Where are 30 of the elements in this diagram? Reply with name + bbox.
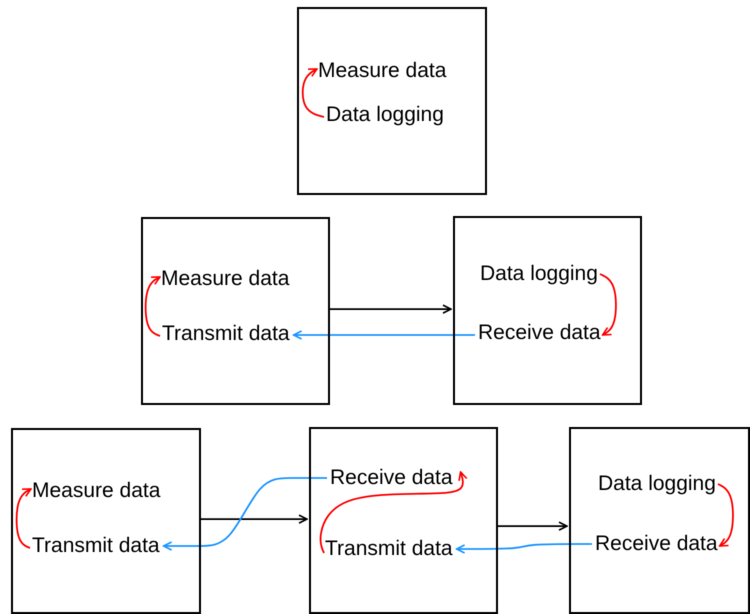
panel-box [297, 7, 487, 195]
panel-box [453, 216, 642, 405]
panel-box [569, 427, 750, 614]
step-label: Receive data [478, 321, 601, 345]
step-label: Measure data [318, 59, 446, 83]
step-label: Measure data [161, 267, 290, 291]
arrow [162, 477, 327, 551]
step-label: Transmit data [162, 322, 290, 346]
arrow [16, 488, 32, 549]
step-label: Receive data [595, 532, 718, 556]
step-label: Data logging [326, 103, 444, 127]
arrow [292, 330, 475, 340]
step-label: Transmit data [32, 534, 160, 558]
panel-box [141, 217, 330, 405]
arrow [718, 483, 734, 547]
step-label: Data logging [480, 262, 598, 286]
arrow [330, 304, 452, 314]
panel-box [309, 427, 498, 614]
step-label: Measure data [32, 479, 160, 503]
arrow [320, 471, 468, 554]
arrow [498, 521, 568, 531]
arrow [144, 276, 161, 337]
step-label: Receive data [330, 466, 453, 490]
step-label: Transmit data [325, 537, 453, 561]
arrow [600, 273, 617, 336]
step-label: Data logging [598, 472, 716, 496]
arrow [456, 543, 592, 554]
arrow [302, 68, 324, 118]
panel-box [11, 428, 201, 614]
arrow [201, 514, 308, 524]
